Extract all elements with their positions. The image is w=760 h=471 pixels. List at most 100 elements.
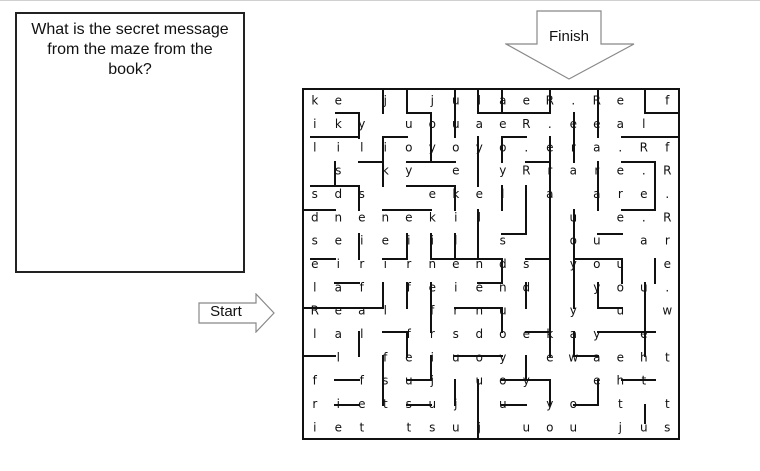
maze-letter: . [665,187,669,201]
maze-letter: R [522,117,530,131]
maze-letter: u [499,304,507,318]
maze-letter: i [337,397,340,411]
maze-letter: a [593,350,600,364]
maze-letter: f [665,140,670,154]
maze-letter: u [405,117,413,131]
maze-letter: e [405,210,412,224]
maze-letter: e [335,304,342,318]
maze-letter: i [548,210,551,224]
maze-letter: l [642,117,645,131]
maze-letter: j [618,420,622,434]
maze-letter: r [665,234,670,248]
maze-letter: n [381,210,389,224]
maze-letter: s [312,234,318,248]
maze-letter: e [476,187,483,201]
maze-letter: t [665,350,670,364]
maze-letter: y [593,327,600,341]
maze-letter: j [453,397,457,411]
maze-letter: e [546,350,553,364]
maze-letter: k [311,94,318,108]
maze-letter: o [570,397,577,411]
maze-letter: e [617,210,624,224]
maze-letter: a [593,187,600,201]
maze-letter: e [382,234,389,248]
maze-letter: l [313,140,316,154]
maze-letter: o [499,327,506,341]
maze-letter: h [616,374,624,388]
maze-letter: o [499,140,506,154]
maze-letter: r [406,257,411,271]
maze-letter: u [452,117,460,131]
maze-letter: e [452,257,459,271]
maze-letter: d [522,280,530,294]
maze-letter: k [452,187,459,201]
maze-letter: i [384,140,387,154]
finish-label: Finish [548,28,589,45]
maze-letter: a [499,94,506,108]
maze-letter: e [358,397,365,411]
maze-letter: y [570,257,577,271]
maze-letter: i [337,257,340,271]
maze-letter: r [594,164,599,178]
maze-letter: f [313,374,318,388]
maze-letter: l [478,94,481,108]
maze-letter: i [384,257,387,271]
maze-letter: r [453,304,458,318]
maze-letter: i [407,234,410,248]
maze-letter: a [358,304,365,318]
maze-letter: u [452,94,460,108]
maze-letter: e [617,164,624,178]
maze-letter: i [454,210,457,224]
maze-letter: R [546,94,554,108]
maze-letter: f [360,280,365,294]
start-label: Start [210,303,242,320]
maze-letter: a [640,234,647,248]
maze-letter: e [311,257,318,271]
maze-letter: u [616,304,624,318]
maze-letter: . [642,210,646,224]
maze-letter: e [640,327,647,341]
maze-letter: y [570,304,577,318]
maze-letter: i [360,234,363,248]
maze-letter: y [593,280,600,294]
maze-letter: f [665,94,670,108]
maze-letter: o [405,140,412,154]
maze-letter: j [383,94,387,108]
maze-letter: e [429,280,436,294]
maze-letter: s [359,187,365,201]
maze-letter: e [523,94,530,108]
maze-letter: e [664,257,671,271]
maze-letter: e [640,187,647,201]
maze-letter: i [548,304,551,318]
maze-letter: i [337,140,340,154]
maze-letter: t [641,374,646,388]
maze-letter: i [431,234,434,248]
maze-letter: y [476,140,483,154]
maze-letter: e [405,350,412,364]
maze-letter: u [640,420,648,434]
maze-letter: u [522,420,530,434]
maze-letter: l [525,210,528,224]
maze-letter: d [475,327,483,341]
maze-letter: u [593,234,601,248]
maze-letter: k [429,210,436,224]
maze-letter: r [547,164,552,178]
maze-letter: a [335,327,342,341]
maze-letter: e [476,280,483,294]
maze-letter: e [335,420,342,434]
maze-letter: d [499,257,507,271]
start-arrow-icon [198,293,275,333]
maze-letter: s [429,420,435,434]
maze-letter: u [405,374,413,388]
maze-letter: w [662,304,672,318]
maze-letter: u [452,350,460,364]
maze-letter: t [665,397,670,411]
maze-letter: s [500,234,506,248]
maze-letter: e [617,94,624,108]
maze-letter: o [617,280,624,294]
maze-letter: u [475,374,483,388]
finish-arrow-icon [505,10,635,80]
maze-letter: l [478,210,481,224]
maze-letter: y [546,397,553,411]
